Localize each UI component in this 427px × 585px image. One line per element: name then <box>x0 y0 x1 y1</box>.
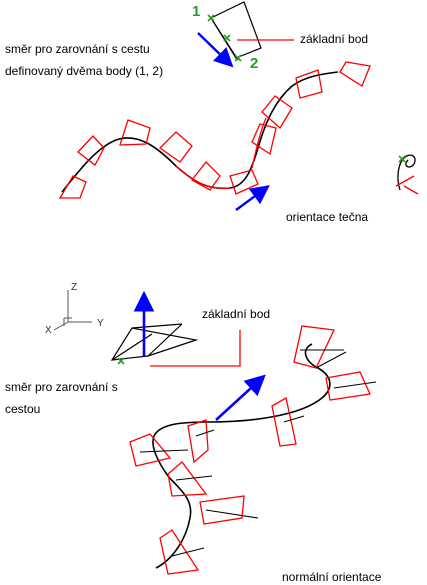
top-figure: 1 2 základní bod směr pro zarovnání s ce… <box>5 1 419 224</box>
normal-arrow-icon <box>215 374 266 421</box>
base-point-marker-icon <box>223 34 231 42</box>
bottom-base-object <box>110 323 199 361</box>
axis-z-label: Z <box>71 282 77 293</box>
bottom-base-point-leader-line <box>150 330 241 367</box>
curl-marker-icon <box>395 154 419 195</box>
top-path-highlight-2 <box>251 117 267 169</box>
top-aligned-shapes <box>58 61 371 199</box>
point2-label: 2 <box>250 55 258 72</box>
bottom-path-curve <box>152 343 331 569</box>
top-direction-label-line2: definovaný dvěma body (1, 2) <box>5 64 163 78</box>
top-base-point-label: základní bod <box>300 32 368 46</box>
top-path-highlight <box>175 165 231 190</box>
bottom-direction-label-line2: cestou <box>5 402 40 416</box>
bottom-aligned-shapes <box>129 325 377 575</box>
point1-label: 1 <box>192 3 200 20</box>
point1-marker-icon <box>207 14 215 22</box>
direction-arrow-icon <box>197 32 234 68</box>
tangent-arrow-icon <box>235 185 270 211</box>
axis-x-label: X <box>45 325 52 336</box>
axis-y-label: Y <box>97 318 104 329</box>
bottom-base-point-label: základní bod <box>202 307 270 321</box>
top-path-curve <box>61 71 339 193</box>
ucs-axis-icon <box>53 290 92 331</box>
bottom-base-point-marker-icon <box>117 357 125 365</box>
top-base-object <box>207 1 294 62</box>
top-orientation-label: orientace tečna <box>286 210 368 224</box>
top-direction-label-line1: směr pro zarovnání s cestu <box>5 42 150 56</box>
bottom-direction-label-line1: směr pro zarovnání s <box>5 380 118 394</box>
bottom-figure: Z Y X základní bod směr pro zarovnání s … <box>5 282 382 584</box>
bottom-orientation-label: normální orientace <box>282 570 382 584</box>
point2-marker-icon <box>234 54 242 62</box>
